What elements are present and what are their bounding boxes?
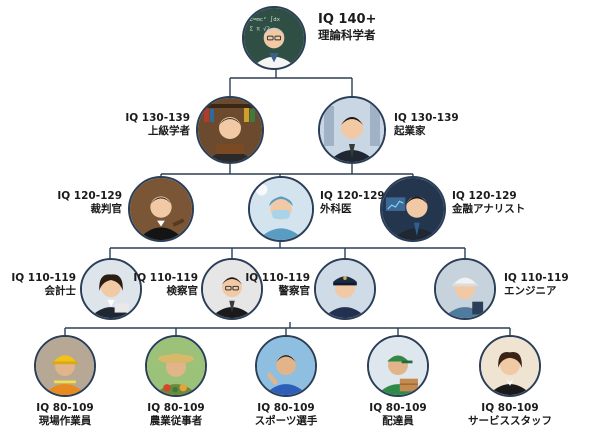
prosecutor-portrait-icon [201, 258, 263, 320]
level2-label-1: IQ 130-139 起業家 [394, 112, 459, 138]
service-iq-range: IQ 80-109 [481, 402, 539, 414]
level5-label-3: IQ 80-109 配達員 [369, 402, 426, 428]
farmer-portrait-icon [145, 335, 207, 397]
judge-job-title: 裁判官 [90, 203, 123, 216]
service-job-title: サービススタッフ [468, 415, 552, 428]
construction-iq-range: IQ 80-109 [36, 402, 94, 414]
surgeon-portrait-icon [248, 176, 314, 242]
scholar-job-title: 上級学者 [148, 125, 190, 138]
entrepreneur-job-title: 起業家 [394, 125, 426, 138]
root-iq-range: IQ 140+ [318, 12, 377, 27]
construction-worker-portrait-icon [34, 335, 96, 397]
police-portrait-icon [314, 258, 376, 320]
entrepreneur-portrait-icon [318, 96, 386, 164]
entrepreneur-iq-range: IQ 130-139 [394, 112, 459, 124]
delivery-iq-range: IQ 80-109 [369, 402, 427, 414]
judge-portrait-icon [128, 176, 194, 242]
delivery-job-title: 配達員 [382, 415, 414, 428]
root-label: IQ 140+ 理論科学者 [318, 12, 376, 43]
connector-level4-level5 [64, 322, 511, 336]
prosecutor-job-title: 検察官 [166, 285, 199, 298]
level3-label-1: IQ 120-129 外科医 [320, 190, 385, 216]
accountant-job-title: 会計士 [44, 285, 77, 298]
level5-label-2: IQ 80-109 スポーツ選手 [255, 402, 318, 428]
delivery-portrait-icon [367, 335, 429, 397]
engineer-iq-range: IQ 110-119 [504, 272, 569, 284]
connector-root-level2 [229, 68, 353, 98]
level2-label-0: IQ 130-139 上級学者 [110, 112, 190, 138]
level4-label-3: IQ 110-119 エンジニア [504, 272, 569, 298]
scholar-portrait-icon [196, 96, 264, 164]
level5-label-1: IQ 80-109 農業従事者 [147, 402, 204, 428]
level3-label-0: IQ 120-129 裁判官 [44, 190, 122, 216]
level4-label-0: IQ 110-119 会計士 [0, 272, 76, 298]
service-staff-portrait-icon [479, 335, 541, 397]
level5-label-0: IQ 80-109 現場作業員 [36, 402, 93, 428]
analyst-iq-range: IQ 120-129 [452, 190, 517, 202]
connector-level3-level4 [109, 242, 466, 258]
analyst-portrait-icon [380, 176, 446, 242]
police-job-title: 警察官 [278, 285, 311, 298]
accountant-iq-range: IQ 110-119 [11, 272, 76, 284]
farmer-iq-range: IQ 80-109 [147, 402, 205, 414]
accountant-portrait-icon [80, 258, 142, 320]
root-job-title: 理論科学者 [318, 28, 376, 43]
prosecutor-iq-range: IQ 110-119 [133, 272, 198, 284]
svg-text:E=mc² ∫dx: E=mc² ∫dx [250, 16, 281, 23]
surgeon-iq-range: IQ 120-129 [320, 190, 385, 202]
analyst-job-title: 金融アナリスト [452, 203, 526, 216]
level3-label-2: IQ 120-129 金融アナリスト [452, 190, 525, 216]
level4-label-2: IQ 110-119 警察官 [236, 272, 310, 298]
police-iq-range: IQ 110-119 [245, 272, 310, 284]
construction-job-title: 現場作業員 [38, 415, 92, 428]
scientist-portrait-icon: E=mc² ∫dx Σ π √2 [242, 6, 306, 70]
engineer-job-title: エンジニア [504, 285, 557, 298]
level5-label-4: IQ 80-109 サービススタッフ [468, 402, 552, 428]
athlete-job-title: スポーツ選手 [254, 415, 318, 428]
scholar-iq-range: IQ 130-139 [125, 112, 190, 124]
judge-iq-range: IQ 120-129 [57, 190, 122, 202]
surgeon-job-title: 外科医 [320, 203, 352, 216]
svg-text:Σ π √2: Σ π √2 [250, 26, 270, 33]
farmer-job-title: 農業従事者 [149, 415, 203, 428]
level4-label-1: IQ 110-119 検察官 [120, 272, 198, 298]
engineer-portrait-icon [434, 258, 496, 320]
athlete-portrait-icon [255, 335, 317, 397]
athlete-iq-range: IQ 80-109 [257, 402, 315, 414]
